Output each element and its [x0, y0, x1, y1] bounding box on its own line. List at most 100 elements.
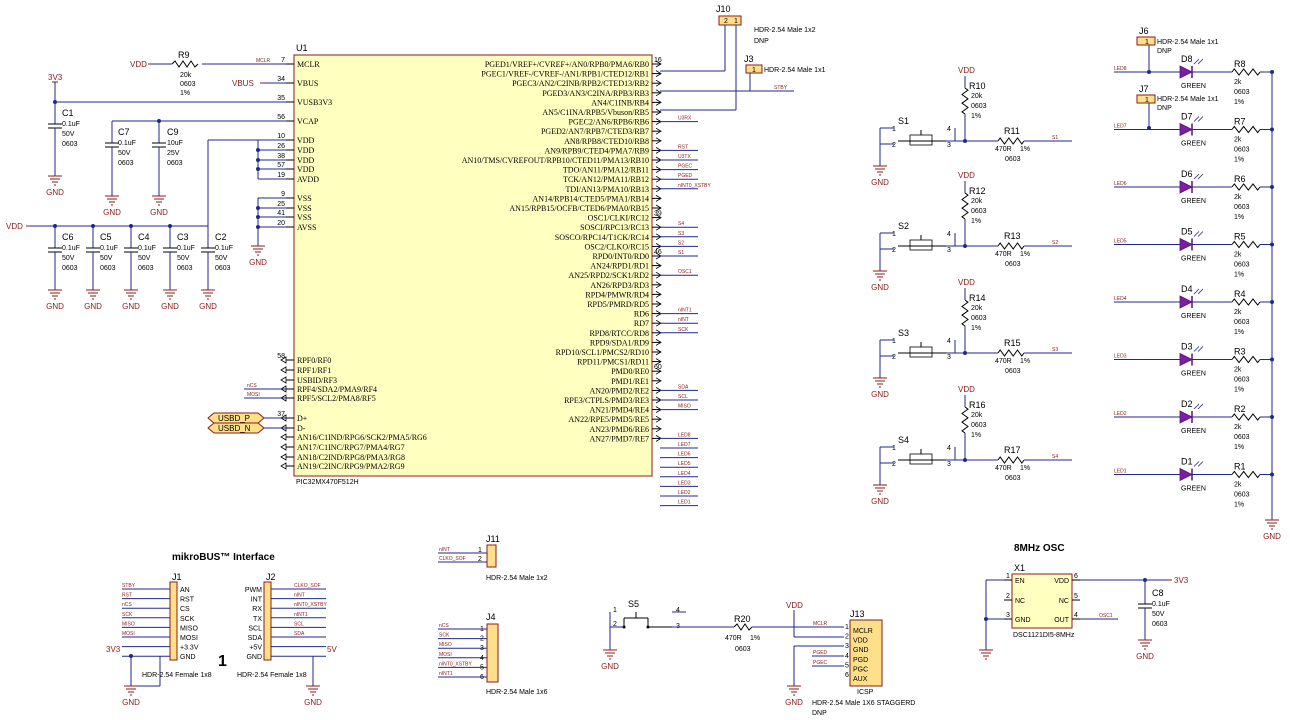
- led-resistor-pkg: 0603: [1234, 492, 1250, 499]
- u1-pin-tdi-an13-pma10-rb13: TDI/AN13/PMA10/RB13: [565, 185, 649, 194]
- u1-block: U1 PIC32MX470F512H MCLR7VBUS34VUSB3V335V…: [277, 43, 711, 507]
- j1-pin-sck: SCK: [180, 616, 195, 623]
- x1-pin-vdd: VDD: [1054, 578, 1069, 585]
- series-pkg: 0603: [1005, 475, 1021, 482]
- u1-pin-an19-c2inc-rpg9-pma2-rg9: AN19/C2INC/RPG9/PMA2/RG9: [297, 462, 405, 471]
- switch-ref: S4: [898, 435, 909, 445]
- u1-pin-mclr: MCLR: [297, 60, 320, 69]
- u1-pin-number: 9: [281, 191, 285, 198]
- led-column: LED8D8GREENR82k06031%LED7D7GREENR72k0603…: [1114, 54, 1281, 541]
- j13-desc: HDR-2.54 Male 1X6 STAGGERD: [812, 700, 915, 707]
- cap-value: 0.1uF: [138, 245, 156, 252]
- led-resistor-ref: R8: [1234, 59, 1246, 69]
- icsp-gnd: GND: [785, 685, 803, 707]
- gnd-label: GND: [103, 208, 121, 217]
- vdd-label-icsp: VDD: [786, 601, 803, 610]
- svg-text:1: 1: [1145, 97, 1149, 104]
- net-s1: S1: [1052, 135, 1058, 141]
- r9-resistor: [171, 60, 199, 68]
- s5-ref: S5: [628, 599, 639, 609]
- pin-number: 1: [892, 231, 896, 238]
- pullup-ref: R16: [969, 400, 986, 410]
- u1-pin-osc2-clko-rc15: OSC2/CLKO/RC15: [585, 242, 649, 251]
- u1-pin-number: 41: [277, 210, 285, 217]
- pin-number: 1: [892, 126, 896, 133]
- cap-value: 0.1uF: [177, 245, 195, 252]
- series-tol: 1%: [1020, 146, 1030, 153]
- pin-number: 4: [947, 445, 951, 452]
- u1-pin-tck-an12-pma11-rb12: TCK/AN12/PMA11/RB12: [563, 175, 649, 184]
- r20-value: 470R: [725, 635, 742, 642]
- led-color: GREEN: [1181, 428, 1206, 435]
- j1-net-sck: SCK: [122, 612, 133, 618]
- led-gnd: GND: [1263, 519, 1281, 541]
- gnd-label: GND: [871, 283, 889, 292]
- series-value: 470R: [995, 465, 1012, 472]
- gnd-label: GND: [46, 302, 64, 311]
- j1-pin-gnd: GND: [180, 654, 196, 661]
- j2-pin-scl: SCL: [248, 625, 262, 632]
- j2-pin-gnd: GND: [246, 654, 262, 661]
- u1-pin-rpd0-int0-rd0: RPD0/INT0/RD0: [593, 252, 649, 261]
- cap-voltage: 50V: [1152, 611, 1165, 618]
- led-ref: D2: [1181, 399, 1193, 409]
- net-sck: SCK: [678, 327, 689, 333]
- j1-gnd: GND: [122, 685, 140, 707]
- j13-pin-number: 4: [845, 653, 849, 660]
- gnd-label: GND: [871, 178, 889, 187]
- pin-number: 2: [892, 354, 896, 361]
- u1-pin-avdd: AVDD: [297, 175, 319, 184]
- led-color: GREEN: [1181, 198, 1206, 205]
- j11-ref: J11: [486, 534, 500, 544]
- j2-net-sda: SDA: [294, 631, 305, 637]
- mikrobus-title: mikroBUS™ Interface: [172, 552, 275, 563]
- cap-package: 0603: [215, 265, 231, 272]
- r20-ref: R20: [734, 614, 751, 624]
- x1-pin-number: 5: [1074, 593, 1078, 600]
- led-resistor-value: 2k: [1234, 252, 1242, 259]
- j13-net-pged: PGED: [813, 650, 828, 656]
- net-s3: S3: [1052, 347, 1058, 353]
- vdd-label: VDD: [958, 385, 975, 394]
- led-resistor-ref: R2: [1234, 404, 1246, 414]
- cap-ref: C8: [1152, 588, 1164, 598]
- j4-ref: J4: [486, 612, 496, 622]
- pullup-tol: 1%: [971, 432, 981, 439]
- gnd-label: GND: [122, 302, 140, 311]
- net-led4: LED4: [1114, 296, 1127, 302]
- net-s4: S4: [1052, 454, 1058, 460]
- u1-pin-rpd5-pmrd-rd5: RPD5/PMRD/RD5: [587, 300, 649, 309]
- u1-pin-rpd9-sda1-rd9: RPD9/SDA1/RD9: [590, 338, 649, 347]
- j11-net-1: nINT: [439, 547, 450, 553]
- net-u3rx: U3RX: [678, 116, 692, 122]
- led-resistor-tol: 1%: [1234, 444, 1244, 451]
- pullup-ref: R12: [969, 186, 986, 196]
- j10-dnp: DNP: [754, 38, 769, 45]
- net-mosi-u1: MOSI: [247, 392, 260, 398]
- led-ref: D8: [1181, 54, 1193, 64]
- led-resistor-ref: R1: [1234, 462, 1246, 472]
- u1-pin-vdd: VDD: [297, 146, 315, 155]
- u1-pin-vcap: VCAP: [297, 117, 319, 126]
- series-ref: R11: [1004, 126, 1020, 136]
- u1-pin-pged3-an3-c2ina-rpb3-rb3: PGED3/AN3/C2INA/RPB3/RB3: [542, 89, 649, 98]
- cap-package: 0603: [62, 265, 78, 272]
- cap-package: 0603: [138, 265, 154, 272]
- u1-pin-rd7: RD7: [634, 319, 649, 328]
- u1-pin-number: 20: [277, 220, 285, 227]
- top-capacitors: C10.1uF50V0603GNDC70.1uF50V0603GNDC910uF…: [46, 102, 183, 217]
- j2-pin-pwm: PWM: [245, 587, 262, 594]
- u1-pin-an18-c2ind-rpg8-pma3-rg8: AN18/C2IND/RPG8/PMA3/RG8: [297, 453, 405, 462]
- j2-ref: J2: [266, 572, 276, 582]
- cap-value: 0.1uF: [118, 140, 136, 147]
